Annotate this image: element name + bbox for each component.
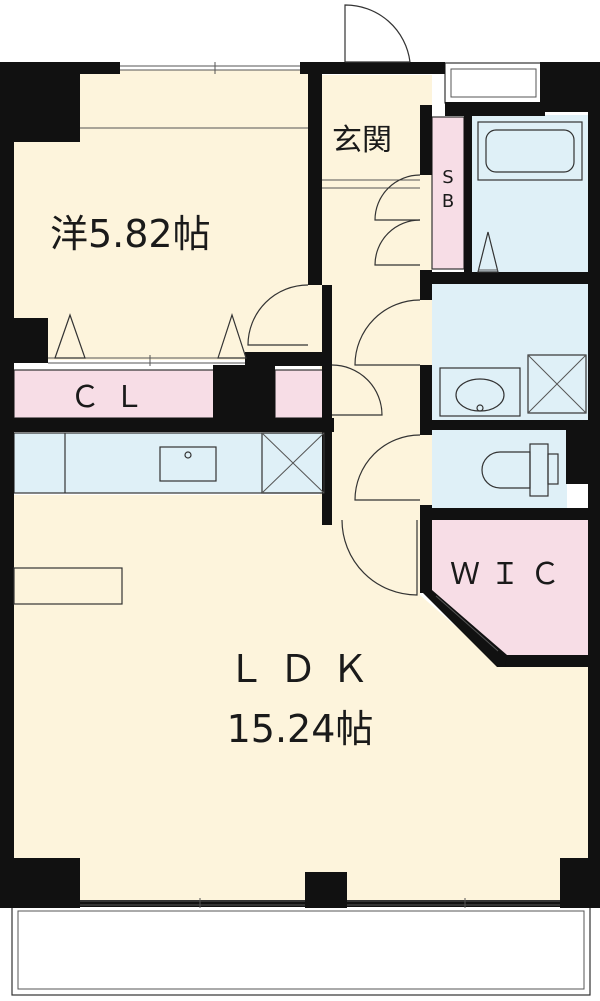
ldk-door-swing	[341, 519, 418, 596]
doors	[247, 4, 499, 652]
balcony-south	[11, 904, 591, 996]
front-door-swing	[344, 4, 411, 63]
wall-west	[0, 62, 14, 907]
washing-machine-space	[527, 354, 587, 414]
closet-fixtures	[48, 313, 247, 366]
wall-corridor-inner	[322, 285, 332, 360]
ldk-label: ＬＤＫ	[227, 647, 383, 691]
shoe-box-label-b: B	[442, 191, 454, 212]
wic-floor	[432, 520, 588, 655]
wall-east	[588, 62, 600, 907]
kitchen-fixtures	[13, 432, 325, 605]
ldk-floor	[12, 495, 590, 905]
wall-wic-diagonal	[420, 590, 507, 667]
western-room-door-swing	[247, 284, 309, 346]
wall-wic-south	[505, 655, 600, 667]
wall-toilet-south	[432, 508, 600, 520]
windows	[80, 62, 560, 908]
closet-side-floor	[274, 369, 328, 419]
pillar-nw	[0, 62, 80, 142]
bar-counter	[13, 567, 123, 605]
washroom-door-swing	[354, 299, 421, 366]
balcony-north-inner	[450, 68, 537, 98]
room-labels: 洋5.82帖 玄関 S B ＣＬ ＷＩＣ ＬＤＫ 15.24帖	[50, 123, 570, 751]
bathroom-floor	[470, 115, 588, 275]
ldk-size-label: 15.24帖	[227, 707, 374, 751]
wall-north-bath	[445, 102, 545, 116]
wall-western-south	[245, 352, 330, 366]
toilet-bowl	[481, 451, 531, 489]
wall-corridor-east-1	[420, 105, 432, 175]
wall-north-mid	[300, 62, 445, 74]
wall-wash-south	[432, 420, 600, 430]
toilet-floor	[432, 428, 567, 510]
wall-corridor-east-2	[420, 270, 432, 300]
fridge-space	[261, 432, 325, 494]
wall-corridor-west	[322, 360, 332, 525]
toilet-door-swing	[354, 434, 421, 501]
wall-toilet-east	[566, 428, 600, 484]
closet-label: ＣＬ	[70, 380, 158, 415]
pillar-se	[560, 858, 600, 908]
wall-closet-mid	[213, 365, 275, 425]
wall-south	[80, 900, 600, 907]
shoe-box-floor	[431, 116, 465, 270]
washroom-floor	[432, 283, 588, 423]
pillar-sw	[0, 858, 80, 908]
wash-basin	[439, 367, 521, 417]
corridor-floor	[320, 75, 432, 520]
wall-wic-west	[420, 515, 432, 593]
floor-areas	[12, 70, 590, 905]
wall-corridor-east-3	[420, 365, 432, 435]
western-room-label: 洋5.82帖	[50, 212, 211, 256]
bathtub	[477, 121, 583, 181]
bath-fixtures	[477, 121, 583, 273]
toilet-fixtures	[481, 443, 559, 497]
shoe-box-label-s: S	[442, 167, 453, 188]
wall-bath-south	[432, 272, 600, 284]
pillar-w-mid	[0, 318, 48, 363]
walls	[0, 62, 600, 908]
wall-kitchen-top	[14, 418, 334, 432]
wall-western-east	[308, 70, 322, 285]
kitchen-sink	[159, 446, 217, 482]
wall-north-west	[80, 62, 120, 74]
kitchen-counter	[13, 432, 325, 494]
balcony-south-inner	[17, 910, 585, 990]
wall-shoebox-east	[464, 105, 472, 277]
wic-label: ＷＩＣ	[450, 557, 570, 592]
closet-floor	[13, 369, 215, 419]
wash-fixtures	[439, 354, 587, 417]
entrance-label: 玄関	[332, 123, 392, 158]
